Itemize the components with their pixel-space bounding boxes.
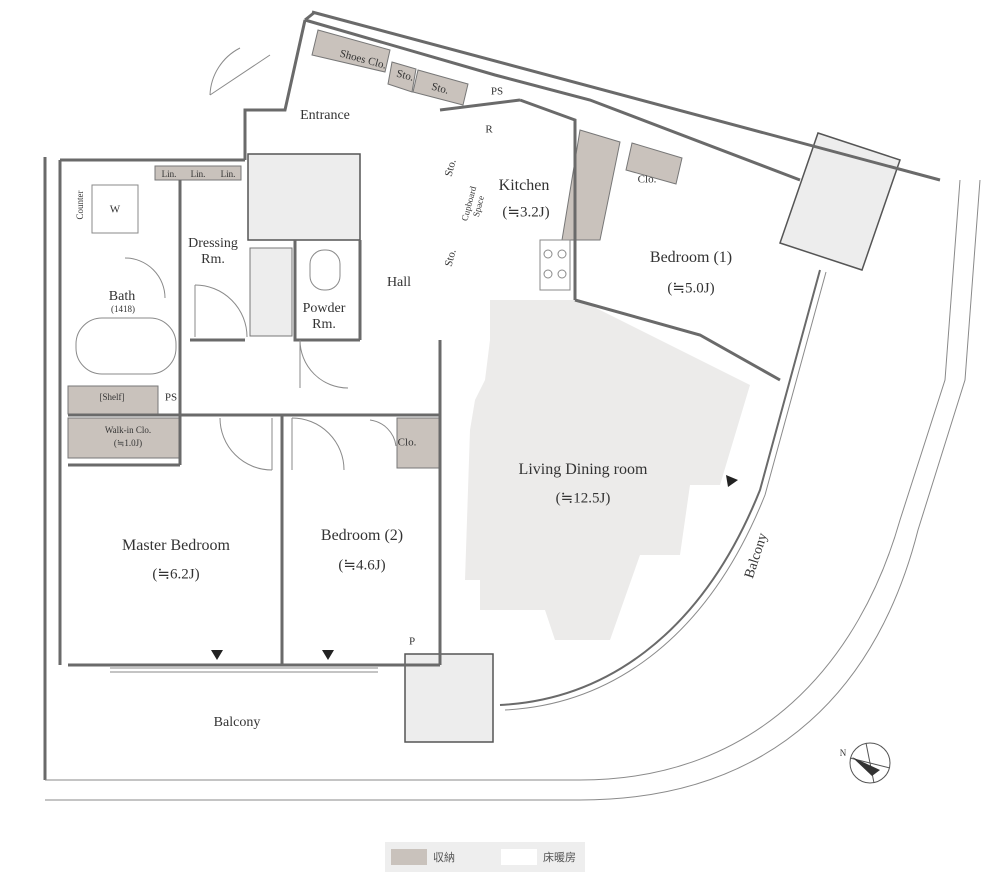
kitchen-label: Kitchen (498, 176, 550, 194)
floor-heating-areas (247, 132, 901, 743)
legend-floor-heating: 床暖房 (501, 849, 576, 865)
ps-left-label: PS (164, 391, 178, 404)
powder-room-label: Powder Rm. (302, 300, 346, 332)
shelf-label: [Shelf] (99, 391, 125, 402)
window-markers (211, 475, 738, 660)
bedroom2-closet-label: Clo. (397, 436, 417, 449)
master-bedroom-label: Master Bedroom (122, 536, 230, 554)
walkin-closet-label: Walk-in Clo. (104, 424, 152, 435)
linen-label-2: Lin. (190, 168, 206, 179)
sto1-fill (387, 61, 417, 93)
bedroom1-column (779, 132, 901, 271)
bath-fixtures (75, 184, 571, 375)
balcony-railing (45, 179, 981, 801)
walls (43, 10, 941, 780)
p-block (404, 653, 494, 743)
shoes-closet-fill (311, 29, 391, 73)
kitchen-area: (≒3.2J) (502, 204, 550, 221)
clo2-fill (396, 417, 442, 469)
living-dining-area: (≒12.5J) (555, 490, 611, 507)
shelf-fill (67, 385, 159, 415)
linen-label-1: Lin. (161, 168, 177, 179)
bath-size-label: (1418) (111, 303, 135, 314)
linen-label-3: Lin. (220, 168, 236, 179)
floor-heating-legend-label: 床暖房 (543, 851, 576, 864)
living-floor-heating (465, 300, 750, 640)
bedroom1-closet-label: Clo. (637, 173, 657, 186)
entrance-ps-block (247, 153, 361, 241)
counter-label: Counter (74, 190, 85, 220)
bath-label: Bath (108, 288, 136, 304)
walkin-fill (67, 417, 181, 459)
dressing-room-label: Dressing Rm. (188, 235, 238, 267)
bed1-clo-fill (625, 142, 683, 185)
storage-legend-label: 収納 (433, 851, 455, 864)
walkin-closet-area: (≒1.0J) (113, 437, 143, 448)
master-bedroom-area: (≒6.2J) (152, 566, 200, 583)
lin-fill (154, 165, 242, 181)
bedroom1-label: Bedroom (1) (649, 248, 733, 266)
storage-swatch (391, 849, 427, 865)
hall-label: Hall (386, 274, 412, 290)
dressing-counter-fill (249, 247, 293, 337)
north-compass (849, 742, 891, 784)
p-label: P (408, 635, 416, 648)
balcony-bottom-label: Balcony (213, 714, 261, 730)
entrance-label: Entrance (300, 107, 350, 123)
washer-label: W (109, 203, 121, 216)
bedroom2-label: Bedroom (2) (320, 526, 404, 544)
legend: 収納 床暖房 (385, 842, 585, 872)
sto2-fill (412, 69, 469, 106)
living-dining-label: Living Dining room (518, 460, 648, 478)
legend-storage: 収納 (391, 849, 455, 865)
windows (110, 667, 378, 673)
floor-heating-swatch (501, 849, 537, 865)
bedroom1-area: (≒5.0J) (667, 280, 715, 297)
bedroom2-area: (≒4.6J) (338, 557, 386, 574)
r-label: R (485, 123, 493, 136)
kitchen-counter-fill (561, 129, 621, 241)
ps-top-label: PS (490, 85, 504, 98)
north-label: N (839, 747, 847, 758)
door-swings (124, 47, 397, 471)
